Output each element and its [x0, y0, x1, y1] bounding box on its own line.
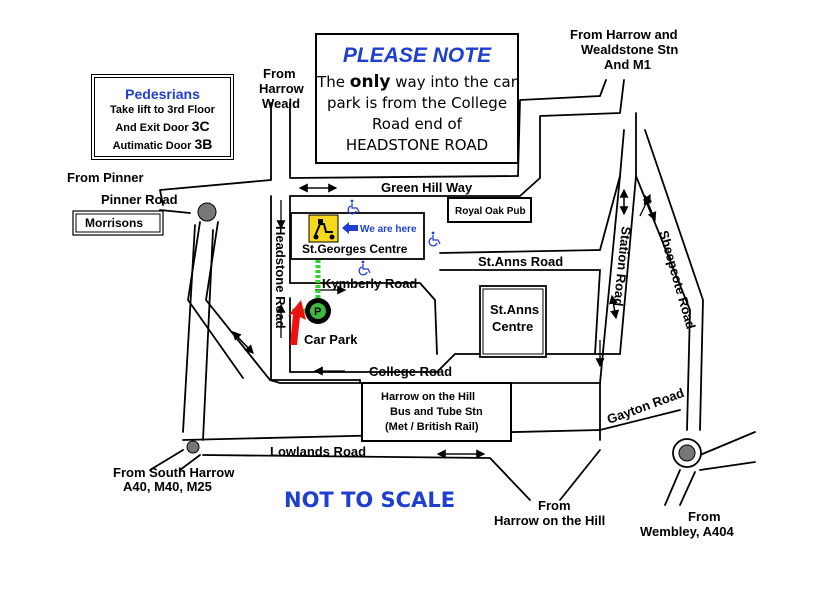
- morrisons-label: Morrisons: [85, 216, 143, 230]
- st-georges-centre-label: St.Georges Centre: [302, 242, 408, 256]
- please-note-body: The only way into the car park is from t…: [317, 72, 517, 156]
- note-line2: park is from the College: [326, 94, 508, 112]
- note-line3: Road end of: [372, 115, 462, 133]
- car-park-label: Car Park: [304, 332, 358, 347]
- morrisons-box: [72, 210, 164, 236]
- traffic-direction-arrows: [232, 183, 657, 459]
- from-harrow-weald-2: Harrow: [259, 81, 305, 96]
- note-line1-pre: The: [317, 73, 350, 91]
- wheelchair-icon: [358, 260, 371, 276]
- please-note-box: PLEASE NOTE The only way into the car pa…: [315, 33, 519, 164]
- wheelchair-icon: [428, 231, 441, 247]
- from-harrow-hill-1: From: [538, 498, 571, 513]
- note-line1-bold: only: [349, 72, 391, 92]
- pedestrians-line2: And Exit Door 3C: [115, 118, 210, 134]
- green-hill-way-label: Green Hill Way: [381, 180, 473, 195]
- pinner-road-label: Pinner Road: [101, 192, 178, 207]
- please-note-title: PLEASE NOTE: [342, 44, 492, 67]
- kymberly-road-label: Kymberly Road: [322, 276, 417, 291]
- from-wembley-1: From: [688, 509, 721, 524]
- from-harrow-weald-3: Weald: [262, 96, 300, 111]
- red-entry-arrow-icon: [288, 300, 306, 345]
- station-block: [361, 382, 512, 442]
- road-network: [149, 79, 756, 506]
- note-line4: HEADSTONE ROAD: [345, 136, 489, 154]
- blue-arrow-icon: [342, 222, 358, 234]
- headstone-road-label: Headstone Road: [273, 226, 288, 329]
- roundabout-icon: [186, 440, 200, 454]
- from-wembley-2: Wembley, A404: [640, 524, 734, 539]
- st-anns-road-label: St.Anns Road: [478, 254, 563, 269]
- station-label-1: Harrow on the Hill: [381, 391, 475, 403]
- from-harrow-weald-1: From: [263, 66, 296, 81]
- we-are-here-label: We are here: [360, 224, 417, 235]
- lowlands-road-label: Lowlands Road: [270, 444, 366, 459]
- college-road-label: College Road: [369, 364, 452, 379]
- royal-oak-pub-label: Royal Oak Pub: [455, 206, 526, 217]
- from-south-harrow-1: From South Harrow: [113, 465, 235, 480]
- gayton-road-label: Gayton Road: [605, 385, 686, 427]
- from-wealdstone-3: And M1: [604, 57, 651, 72]
- st-anns-centre-label-2: Centre: [492, 319, 533, 334]
- sheepcote-road-label: Sheepcote Road: [656, 229, 699, 331]
- from-wealdstone-1: From Harrow and: [570, 27, 678, 42]
- from-south-harrow-2: A40, M40, M25: [123, 479, 212, 494]
- roundabout-icon: [678, 444, 696, 462]
- wheelchair-icon: [347, 199, 360, 215]
- note-line1-post: way into the car: [390, 73, 517, 91]
- pedestrians-line1: Take lift to 3rd Floor: [110, 104, 215, 116]
- station-label-2: Bus and Tube Stn: [390, 406, 483, 418]
- from-wealdstone-2: Wealdstone Stn: [581, 42, 678, 57]
- royal-oak-pub-box: [447, 197, 532, 223]
- from-harrow-hill-2: Harrow on the Hill: [494, 513, 605, 528]
- svg-text:P: P: [314, 306, 321, 318]
- mobility-scooter-icon: [308, 214, 339, 243]
- not-to-scale-note: NOT TO SCALE: [284, 488, 456, 512]
- pedestrians-title: Pedesrians: [125, 86, 200, 102]
- parking-icon: P: [305, 298, 331, 324]
- st-anns-centre-label-1: St.Anns: [490, 302, 539, 317]
- st-anns-centre-block: [479, 285, 547, 358]
- station-label-3: (Met / British Rail): [385, 421, 479, 433]
- roundabout-icon: [197, 202, 217, 222]
- pedestrians-line3: Autimatic Door 3B: [112, 136, 213, 152]
- from-pinner-label: From Pinner: [67, 170, 144, 185]
- pedestrians-box: Pedesrians Take lift to 3rd Floor And Ex…: [91, 74, 234, 160]
